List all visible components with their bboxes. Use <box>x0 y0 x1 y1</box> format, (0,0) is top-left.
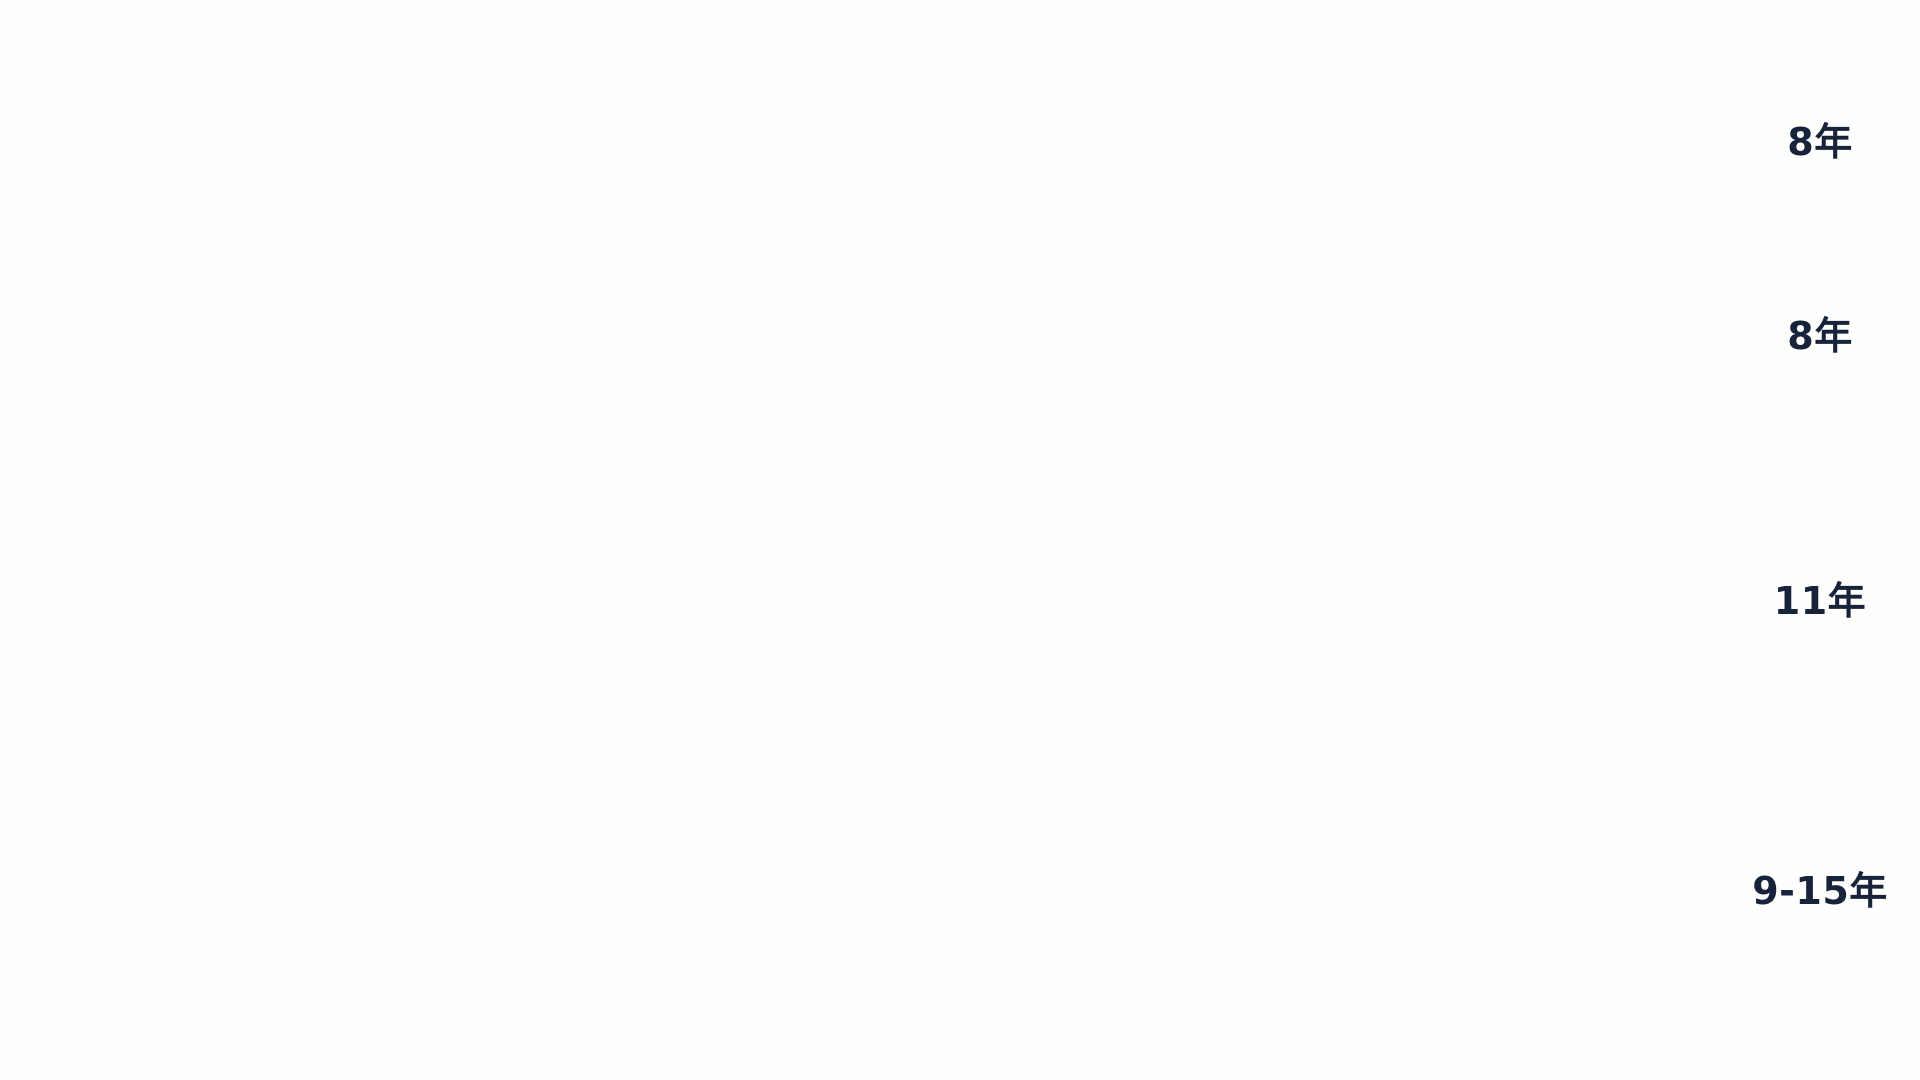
value-label-2: 8年 <box>1787 314 1853 358</box>
value-label-4: 9-15年 <box>1752 869 1888 913</box>
value-label-3: 11年 <box>1773 579 1867 623</box>
value-column: 8年 8年 11年 9-15年 <box>1720 0 1920 1080</box>
value-label-1: 8年 <box>1787 120 1853 164</box>
